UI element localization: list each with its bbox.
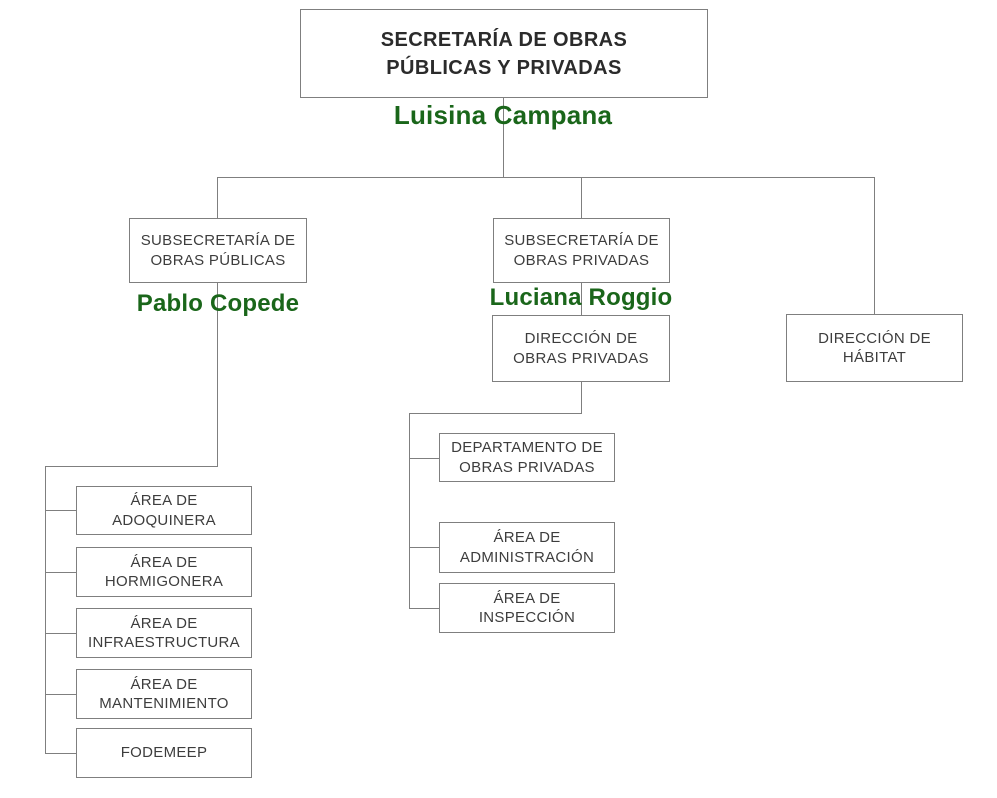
connector-stub-inspeccion [409, 608, 439, 609]
org-node-label-line: ÁREA DE [130, 614, 198, 632]
person-name-luciana-roggio: Luciana Roggio [489, 284, 673, 311]
org-node-area-inspeccion: ÁREA DE INSPECCIÓN [439, 583, 615, 633]
connector-stub-departamento [409, 458, 439, 459]
org-node-direccion-obras-privadas: DIRECCIÓN DE OBRAS PRIVADAS [492, 315, 670, 382]
connector-mid-drop [581, 177, 582, 219]
org-node-label-line: ÁREA DE [493, 529, 561, 546]
connector-stub-administracion [409, 547, 439, 548]
org-node-label-line: HÁBITAT [842, 349, 907, 366]
connector-stub-mantenimiento [45, 694, 76, 695]
org-node-label-line: MANTENIMIENTO [99, 695, 229, 712]
org-node-label-line: OBRAS PRIVADAS [513, 251, 650, 269]
connector-top-drop [503, 98, 504, 177]
connector-mid-horizontal [409, 413, 582, 414]
connector-stub-adoquinera [45, 510, 76, 511]
org-node-label-line: OBRAS PRIVADAS [513, 349, 649, 367]
connector-dirobras-drop [581, 382, 582, 414]
org-node-label-line: DIRECCIÓN DE [524, 330, 638, 347]
org-node-area-mantenimiento: ÁREA DE MANTENIMIENTO [76, 669, 252, 719]
org-node-label-line: DEPARTAMENTO DE [451, 439, 603, 456]
connector-main-branch [217, 177, 875, 178]
connector-stub-hormigonera [45, 572, 76, 573]
org-node-area-administracion: ÁREA DE ADMINISTRACIÓN [439, 522, 615, 573]
org-node-label-line: ÁREA DE [130, 675, 198, 693]
person-name-pablo-copede: Pablo Copede [136, 290, 300, 317]
org-node-area-hormigonera: ÁREA DE HORMIGONERA [76, 547, 252, 597]
org-node-label-line: SUBSECRETARÍA DE [504, 232, 659, 249]
org-node-secretaria: SECRETARÍA DE OBRAS PÚBLICAS Y PRIVADAS [300, 9, 708, 98]
org-node-label-line: ÁREA DE [130, 553, 198, 571]
connector-left-spine [45, 466, 46, 754]
org-node-label-line: INSPECCIÓN [478, 609, 576, 626]
org-node-label-line: FODEMEEP [120, 744, 208, 762]
connector-stub-fodemeep [45, 753, 76, 754]
org-node-direccion-habitat: DIRECCIÓN DE HÁBITAT [786, 314, 963, 382]
org-node-area-infraestructura: ÁREA DE INFRAESTRUCTURA [76, 608, 252, 658]
person-name-luisina-campana: Luisina Campana [393, 100, 613, 130]
org-node-label-line: HORMIGONERA [104, 573, 224, 590]
org-node-label-line: ÁREA DE [493, 589, 561, 607]
connector-stub-infraestructura [45, 633, 76, 634]
connector-left-horizontal [45, 466, 218, 467]
connector-subprivadas-drop [581, 283, 582, 316]
org-node-label-line: ÁREA DE [130, 492, 198, 509]
org-node-label-line: INFRAESTRUCTURA [87, 634, 240, 651]
org-node-label-line: OBRAS PÚBLICAS [150, 251, 286, 269]
org-node-label-line: ADOQUINERA [112, 511, 216, 529]
org-node-label-line: ADMINISTRACIÓN [459, 548, 595, 566]
org-node-departamento-obras-privadas: DEPARTAMENTO DE OBRAS PRIVADAS [439, 433, 615, 482]
org-node-label-line: PÚBLICAS Y PRIVADAS [386, 56, 622, 79]
connector-mid-spine [409, 413, 410, 608]
org-node-fodemeep: FODEMEEP [76, 728, 252, 778]
connector-right-drop [874, 177, 875, 315]
connector-subpublicas-drop [217, 283, 218, 467]
org-node-label-line: SUBSECRETARÍA DE [140, 232, 296, 249]
org-node-label-line: SECRETARÍA DE OBRAS [380, 28, 628, 51]
org-node-label-line: DIRECCIÓN DE [818, 329, 931, 347]
org-node-subsecretaria-obras-publicas: SUBSECRETARÍA DE OBRAS PÚBLICAS [129, 218, 307, 283]
org-node-subsecretaria-obras-privadas: SUBSECRETARÍA DE OBRAS PRIVADAS [493, 218, 670, 283]
org-node-label-line: OBRAS PRIVADAS [459, 458, 595, 476]
connector-left-drop [217, 177, 218, 219]
org-node-area-adoquinera: ÁREA DE ADOQUINERA [76, 486, 252, 535]
